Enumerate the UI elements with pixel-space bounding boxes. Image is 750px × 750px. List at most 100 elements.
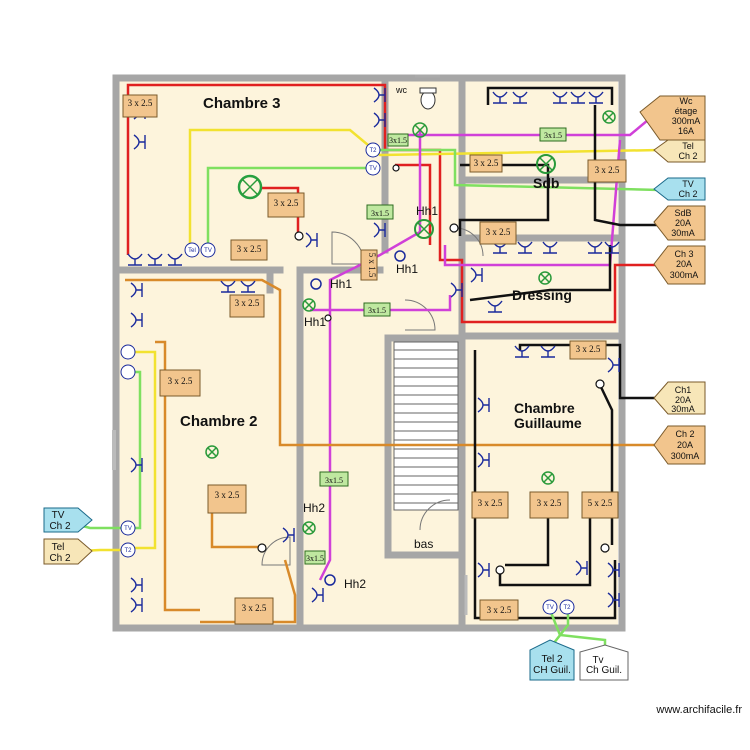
toilet-icon	[419, 87, 437, 110]
cable-orange-ch2	[125, 278, 660, 447]
socket-icon	[575, 560, 588, 576]
media-outlets	[120, 142, 575, 615]
panel-tv-guil: Tv Ch Guil.	[579, 644, 629, 681]
socket-icon	[130, 282, 143, 298]
cable-orange-c2	[155, 340, 200, 612]
socket-icon	[133, 134, 146, 150]
tag-g-a: 3 x 2.5	[569, 340, 607, 360]
svg-text:20A: 20A	[676, 259, 692, 269]
svg-text:étage: étage	[675, 106, 698, 116]
outlet-t2-c3-label: T2	[369, 148, 377, 154]
tag-sdb-a: 3 x 2.5	[469, 154, 503, 173]
svg-text:3 x 2.5: 3 x 2.5	[537, 498, 562, 508]
svg-text:3x1.5: 3x1.5	[544, 131, 562, 140]
cable-red-light-c3	[262, 186, 300, 235]
svg-text:Ch 2: Ch 2	[678, 189, 697, 199]
tag-c2-d: 3 x 2.5	[234, 597, 274, 625]
cable-black-g-light	[505, 515, 550, 567]
svg-text:Tel: Tel	[52, 542, 65, 553]
tag-c3-c: 3 x 2.5	[230, 239, 268, 261]
room-title-dressing: Dressing	[512, 287, 572, 303]
media-outlet-labels: Tel TV T2 TV TV T2 TV T2	[124, 148, 571, 611]
door-c2	[261, 536, 291, 566]
label-hh2-b: Hh2	[344, 577, 366, 591]
green-tag-5: 3x1.5	[319, 471, 349, 487]
green-cable-tags: 3x1.5 3x1.5 3x1.5 3x1.5 3x1.5 3x1.5	[304, 127, 567, 565]
svg-text:Tel 2: Tel 2	[541, 654, 563, 665]
svg-text:Ch 3: Ch 3	[674, 249, 693, 259]
switch-g-left	[495, 565, 505, 575]
svg-text:3x1.5: 3x1.5	[325, 476, 343, 485]
svg-text:3 x 2.5: 3 x 2.5	[242, 603, 267, 613]
room-title-chambre2: Chambre 2	[180, 413, 258, 430]
svg-text:3 x 2.5: 3 x 2.5	[128, 98, 153, 108]
svg-text:3 x 2.5: 3 x 2.5	[576, 344, 601, 354]
socket-icon	[282, 527, 295, 543]
panel-wc: Wc étage 300mA 16A	[639, 95, 706, 141]
light-sdb	[536, 154, 556, 174]
socket-icon	[130, 577, 143, 593]
svg-text:Ch 2: Ch 2	[678, 151, 697, 161]
svg-text:Tel: Tel	[682, 141, 694, 151]
walls	[112, 74, 626, 632]
cable-magenta-hh1	[310, 295, 452, 312]
socket-icon	[492, 91, 508, 104]
outlet-tel-c3-label: Tel	[188, 248, 196, 254]
svg-text:20A: 20A	[677, 440, 693, 450]
cable-orange-light	[210, 505, 262, 549]
svg-text:3 x 2.5: 3 x 2.5	[474, 158, 499, 168]
svg-text:TV: TV	[52, 510, 65, 521]
outlet-tel-c2-top	[120, 344, 136, 360]
svg-text:30mA: 30mA	[671, 228, 695, 238]
label-hh1-d: Hh1	[304, 315, 326, 329]
outlet-tel-g	[559, 599, 575, 615]
light-c3	[237, 174, 263, 200]
socket-icon	[127, 253, 143, 266]
outlet-tv-c2-label: TV	[124, 526, 132, 532]
socket-icon	[587, 241, 603, 254]
socket-icon	[477, 562, 490, 578]
svg-text:3x1.5: 3x1.5	[306, 554, 324, 563]
svg-text:3x1.5: 3x1.5	[368, 306, 386, 315]
svg-text:Ch 2: Ch 2	[49, 521, 71, 532]
svg-text:16A: 16A	[678, 126, 694, 136]
green-tag-3: 3x1.5	[366, 204, 394, 220]
panel-sdb: SdB 20A 30mA	[653, 205, 706, 241]
svg-text:300mA: 300mA	[671, 451, 700, 461]
socket-icon	[607, 592, 620, 608]
socket-icon	[373, 112, 386, 128]
panel-ch3: Ch 3 20A 300mA	[653, 245, 706, 285]
socket-icon	[130, 457, 143, 473]
room-title-wc: wc	[395, 85, 407, 95]
cable-magenta-hall	[318, 130, 422, 581]
outlet-tv-c2	[120, 520, 136, 536]
panel-ch1: Ch1 20A 30mA	[653, 381, 706, 415]
outlet-tv-c3b-label: TV	[369, 166, 377, 172]
socket-icon	[305, 232, 318, 248]
switches	[257, 164, 610, 575]
socket-icon	[450, 282, 463, 298]
svg-text:300mA: 300mA	[672, 116, 701, 126]
light-labels: Hh1 Hh1 Hh1 Hh1 Hh2 Hh2	[303, 204, 438, 591]
cable-green-g-tel	[549, 610, 570, 649]
tag-c3-b: 3 x 2.5	[267, 192, 305, 218]
socket-icon	[130, 312, 143, 328]
light-wc	[412, 122, 428, 138]
tag-sdb-b: 3 x 2.5	[587, 159, 627, 183]
outlet-tel-c2	[120, 542, 136, 558]
svg-text:3x1.5: 3x1.5	[389, 136, 407, 145]
light-wall-hh1	[394, 250, 406, 262]
socket-icon	[477, 452, 490, 468]
socket-icon	[514, 345, 530, 358]
svg-text:3 x 2.5: 3 x 2.5	[486, 227, 511, 237]
room-titles: Chambre 3 Chambre 2 Sdb Dressing Chambre…	[180, 85, 582, 551]
sockets	[127, 87, 620, 613]
light-c2	[205, 445, 219, 459]
svg-text:3 x 2.5: 3 x 2.5	[168, 376, 193, 386]
cable-green-tv	[206, 166, 375, 250]
cable-magenta-sdb	[443, 139, 622, 267]
cable-yellow-c2	[128, 350, 157, 550]
outlet-tv-g	[542, 599, 558, 615]
light-hall-hh1	[414, 219, 434, 239]
